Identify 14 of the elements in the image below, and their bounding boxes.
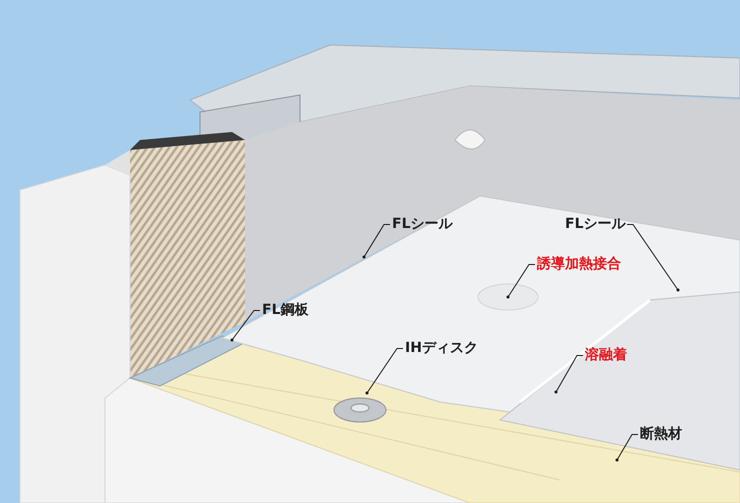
leader-line (366, 348, 404, 394)
callout-label: 誘導加熱接合 (537, 256, 621, 273)
callout-label: FLシール (565, 216, 626, 233)
callout-label: FLシール (392, 216, 452, 233)
leader-line (626, 224, 680, 292)
leader-line (362, 224, 390, 258)
leader-line (230, 310, 260, 342)
leader-line (554, 355, 584, 394)
callout-label: IHディスク (405, 340, 478, 357)
callout-label: FL鋼板 (262, 302, 308, 319)
leader-line (616, 434, 638, 462)
callout-label: 断熱材 (640, 426, 682, 443)
leader-line (506, 264, 536, 298)
callout-label: 溶融着 (585, 347, 627, 364)
